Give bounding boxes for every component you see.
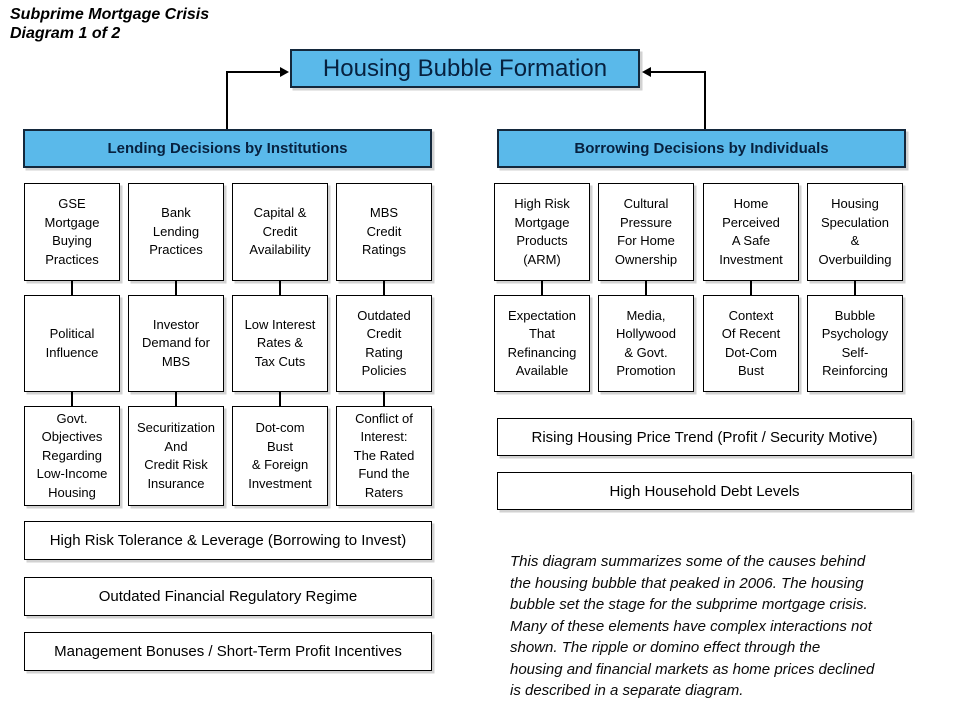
node-cultural-pressure-ownership: Cultural Pressure For Home Ownership [598, 183, 694, 281]
header-borrowing-decisions: Borrowing Decisions by Individuals [497, 129, 906, 168]
connector-right-col3-r1r2 [750, 281, 752, 295]
node-conflict-of-interest: Conflict of Interest: The Rated Fund the… [336, 406, 432, 506]
node-bank-lending-practices: Bank Lending Practices [128, 183, 224, 281]
connector-left-col4-r1r2 [383, 281, 385, 295]
node-mbs-credit-ratings: MBS Credit Ratings [336, 183, 432, 281]
node-securitization-insurance: Securitization And Credit Risk Insurance [128, 406, 224, 506]
page-title-line1: Subprime Mortgage Crisis [10, 6, 210, 23]
connector-left-col2-r1r2 [175, 281, 177, 295]
diagram-caption: This diagram summarizes some of the caus… [510, 553, 875, 699]
node-capital-credit-availability: Capital & Credit Availability [232, 183, 328, 281]
node-investor-demand-mbs: Investor Demand for MBS [128, 295, 224, 392]
node-political-influence: Political Influence [24, 295, 120, 392]
connector-left-col3-r2r3 [279, 392, 281, 406]
connector-right-col1-r1r2 [541, 281, 543, 295]
node-high-risk-tolerance-leverage: High Risk Tolerance & Leverage (Borrowin… [24, 521, 432, 560]
arrowhead-into-root-right-icon [642, 67, 651, 77]
connector-right-col4-r1r2 [854, 281, 856, 295]
connector-left-col2-r2r3 [175, 392, 177, 406]
node-outdated-rating-policies: Outdated Credit Rating Policies [336, 295, 432, 392]
node-bubble-psychology: Bubble Psychology Self- Reinforcing [807, 295, 903, 392]
node-media-govt-promotion: Media, Hollywood & Govt. Promotion [598, 295, 694, 392]
node-high-risk-mortgage-arm: High Risk Mortgage Products (ARM) [494, 183, 590, 281]
connector-left-horizontal [226, 71, 282, 73]
node-outdated-regulatory-regime: Outdated Financial Regulatory Regime [24, 577, 432, 616]
node-govt-objectives-housing: Govt. Objectives Regarding Low-Income Ho… [24, 406, 120, 506]
node-context-dotcom-bust: Context Of Recent Dot-Com Bust [703, 295, 799, 392]
connector-right-horizontal [650, 71, 706, 73]
arrowhead-into-root-left-icon [280, 67, 289, 77]
node-management-bonuses: Management Bonuses / Short-Term Profit I… [24, 632, 432, 671]
page-title-line2: Diagram 1 of 2 [10, 25, 121, 42]
node-dotcom-foreign-investment: Dot-com Bust & Foreign Investment [232, 406, 328, 506]
node-housing-speculation: Housing Speculation & Overbuilding [807, 183, 903, 281]
node-high-household-debt: High Household Debt Levels [497, 472, 912, 510]
node-low-interest-rates: Low Interest Rates & Tax Cuts [232, 295, 328, 392]
node-gse-mortgage-buying: GSE Mortgage Buying Practices [24, 183, 120, 281]
connector-right-vertical [704, 71, 706, 129]
connector-left-col3-r1r2 [279, 281, 281, 295]
node-expectation-refinancing: Expectation That Refinancing Available [494, 295, 590, 392]
node-home-safe-investment: Home Perceived A Safe Investment [703, 183, 799, 281]
connector-right-col2-r1r2 [645, 281, 647, 295]
connector-left-col4-r2r3 [383, 392, 385, 406]
node-housing-bubble-formation: Housing Bubble Formation [290, 49, 640, 88]
connector-left-col1-r2r3 [71, 392, 73, 406]
node-rising-housing-price-trend: Rising Housing Price Trend (Profit / Sec… [497, 418, 912, 456]
connector-left-col1-r1r2 [71, 281, 73, 295]
connector-left-vertical [226, 71, 228, 129]
header-lending-decisions: Lending Decisions by Institutions [23, 129, 432, 168]
page-title: Subprime Mortgage Crisis Diagram 1 of 2 [10, 5, 209, 43]
